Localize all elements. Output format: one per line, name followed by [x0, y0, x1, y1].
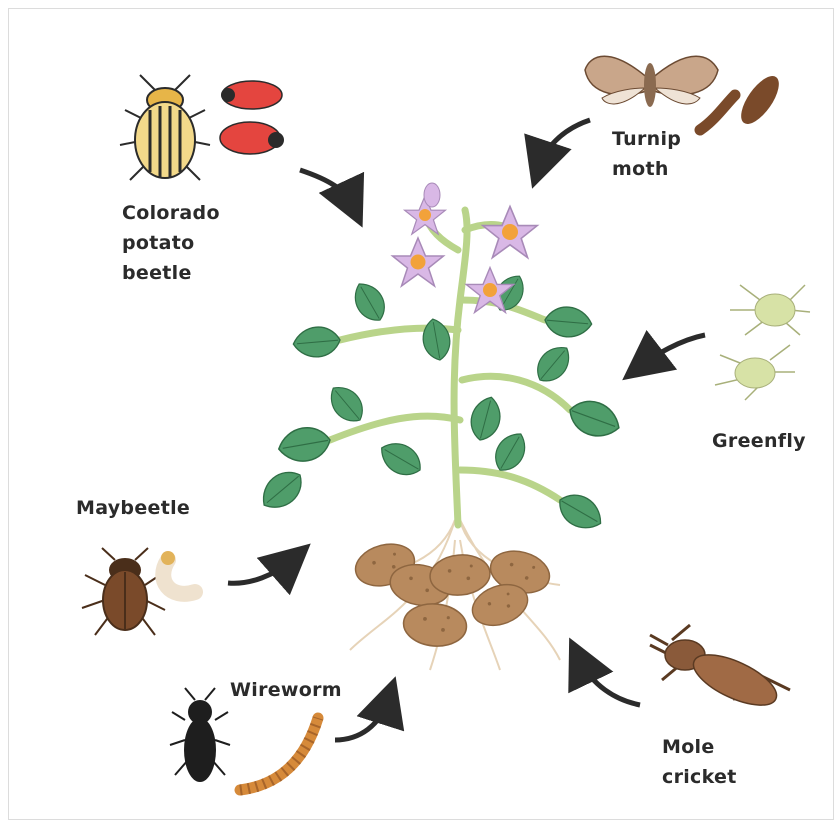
- label-greenfly: Greenfly: [712, 426, 806, 456]
- greenfly-illustration: [715, 285, 810, 400]
- arrow-colorado-beetle: [300, 170, 352, 205]
- arrow-wireworm: [335, 700, 388, 740]
- plant-leaves: [255, 270, 625, 536]
- turnip-moth-caterpillar: [700, 95, 735, 130]
- colorado-potato-beetle-illustration: [120, 75, 284, 180]
- turnip-moth-illustration: [585, 56, 786, 130]
- arrow-turnip-moth: [540, 120, 590, 165]
- mole-cricket-illustration: [650, 625, 790, 715]
- colorado-larva-small: [221, 81, 282, 109]
- label-wireworm: Wireworm: [230, 675, 342, 705]
- maybeetle-illustration: [82, 548, 195, 635]
- plant-tubers: [351, 538, 554, 649]
- arrow-mole-cricket: [580, 660, 640, 705]
- arrow-maybeetle: [228, 560, 292, 583]
- colorado-larva-large: [220, 122, 284, 154]
- label-colorado-potato-beetle: Colorado potato beetle: [122, 198, 220, 288]
- turnip-moth-pupa: [734, 70, 786, 130]
- maybeetle-grub: [163, 560, 195, 594]
- potato-plant: [255, 183, 625, 670]
- plant-stems: [330, 210, 570, 525]
- arrow-greenfly: [642, 335, 705, 365]
- label-turnip-moth: Turnip moth: [612, 124, 681, 184]
- label-mole-cricket: Mole cricket: [662, 732, 737, 792]
- label-maybeetle: Maybeetle: [76, 493, 190, 523]
